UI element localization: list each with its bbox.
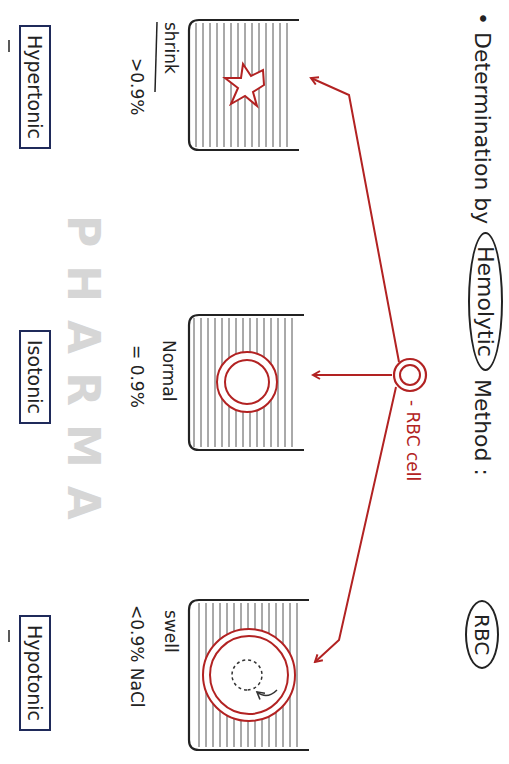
liquid-hatch — [203, 23, 204, 147]
watermark: PHARMA — [58, 215, 109, 538]
concentration-label: <0.9% NaCl — [127, 605, 147, 708]
liquid-hatch — [297, 603, 298, 747]
liquid-hatch — [280, 23, 281, 147]
liquid-hatch — [208, 318, 209, 447]
circled-word: Hemolytic — [468, 232, 503, 371]
state-label: swell — [161, 610, 181, 653]
liquid-hatch — [199, 603, 200, 747]
cell-label: - RBC cell — [403, 400, 423, 481]
liquid-hatch — [273, 23, 274, 147]
state-label: shrink — [161, 22, 181, 74]
liquid-hatch — [231, 23, 232, 147]
boxed-term: Hypertonic — [19, 25, 51, 149]
liquid-hatch — [224, 23, 225, 147]
liquid-hatch — [285, 318, 286, 447]
liquid-hatch — [210, 23, 211, 147]
liquid-hatch — [201, 318, 202, 447]
circled-word: RBC — [465, 600, 499, 669]
boxed-term: Isotonic — [19, 330, 51, 424]
liquid-hatch — [287, 23, 288, 147]
liquid-hatch — [292, 318, 293, 447]
state-label: Normal — [159, 340, 179, 402]
concentration-label: = 0.9% — [127, 345, 147, 408]
title-text: Method : — [470, 379, 495, 476]
liquid-hatch — [217, 23, 218, 147]
node-text: Hypotonic — [24, 625, 46, 721]
node-text: Hemolytic — [473, 246, 498, 357]
liquid-hatch — [194, 318, 195, 447]
boxed-term: Hypotonic — [19, 615, 51, 731]
node-text: Hypertonic — [24, 35, 46, 139]
liquid-hatch — [266, 23, 267, 147]
node-text: RBC — [470, 614, 494, 655]
liquid-hatch — [215, 318, 216, 447]
title-text: • Determination by — [470, 12, 495, 224]
node-text: Isotonic — [24, 340, 46, 414]
concentration-label: >0.9% — [127, 58, 147, 115]
liquid-hatch — [196, 23, 197, 147]
